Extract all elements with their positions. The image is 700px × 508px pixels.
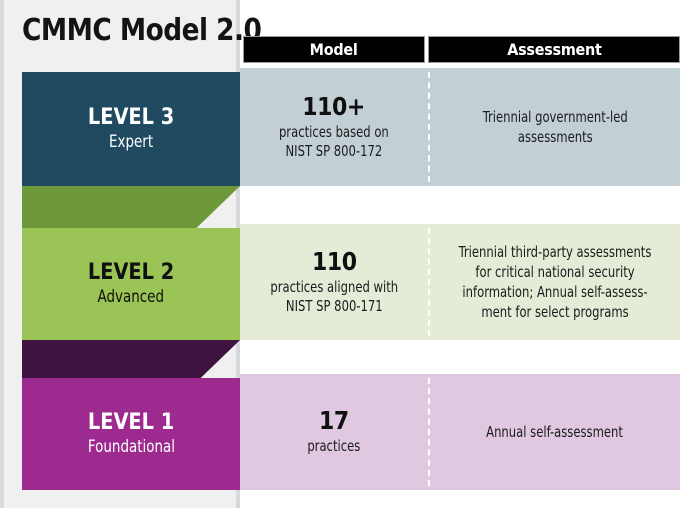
assessment-cell-level-3: Triennial government-led assessments (430, 68, 680, 186)
model-cell-level-2: 110 practices aligned with NIST SP 800-1… (240, 224, 428, 340)
column-header-assessment: Assessment (428, 36, 680, 63)
column-dashed-divider (428, 72, 430, 182)
practices-note-level-1: practices (307, 437, 361, 455)
level-tier-level-2: Advanced (97, 287, 165, 307)
model-cell-level-3: 110+ practices based on NIST SP 800-172 (240, 68, 428, 186)
level-tier-level-1: Foundational (87, 437, 175, 457)
assessment-cell-level-2: Triennial third-party assessments for cr… (430, 224, 680, 340)
level-name-level-2: LEVEL 2 (87, 260, 175, 285)
assessment-text-level-3: Triennial government-led assessments (482, 108, 628, 146)
level-box-level-2: LEVEL 2 Advanced (22, 228, 240, 340)
content-band-level-2: 110 practices aligned with NIST SP 800-1… (240, 224, 680, 340)
column-header-assessment-label: Assessment (506, 40, 602, 59)
assessment-text-level-1: Annual self-assessment (486, 423, 624, 441)
model-cell-level-1: 17 practices (240, 374, 428, 490)
column-header-model-label: Model (310, 40, 358, 59)
page-title: CMMC Model 2.0 (22, 13, 262, 48)
practices-count-level-2: 110 (311, 246, 357, 276)
assessment-cell-level-1: Annual self-assessment (430, 374, 680, 490)
practices-count-level-1: 17 (319, 406, 349, 435)
level-name-level-1: LEVEL 1 (87, 410, 175, 435)
content-band-level-3: 110+ practices based on NIST SP 800-172 … (240, 68, 680, 186)
practices-note-level-3: practices based on NIST SP 800-172 (279, 122, 389, 160)
level-box-level-3: LEVEL 3 Expert (22, 72, 240, 186)
level-box-level-1: LEVEL 1 Foundational (22, 378, 240, 490)
practices-count-level-3: 110+ (302, 91, 366, 121)
column-dashed-divider (428, 378, 430, 486)
practices-note-level-2: practices aligned with NIST SP 800-171 (270, 277, 398, 315)
assessment-text-level-2: Triennial third-party assessments for cr… (458, 243, 652, 321)
content-band-level-1: 17 practices Annual self-assessment (240, 374, 680, 490)
column-dashed-divider (428, 228, 430, 336)
level-tier-level-3: Expert (108, 132, 154, 152)
column-header-model: Model (243, 36, 425, 63)
level-name-level-3: LEVEL 3 (87, 105, 175, 130)
